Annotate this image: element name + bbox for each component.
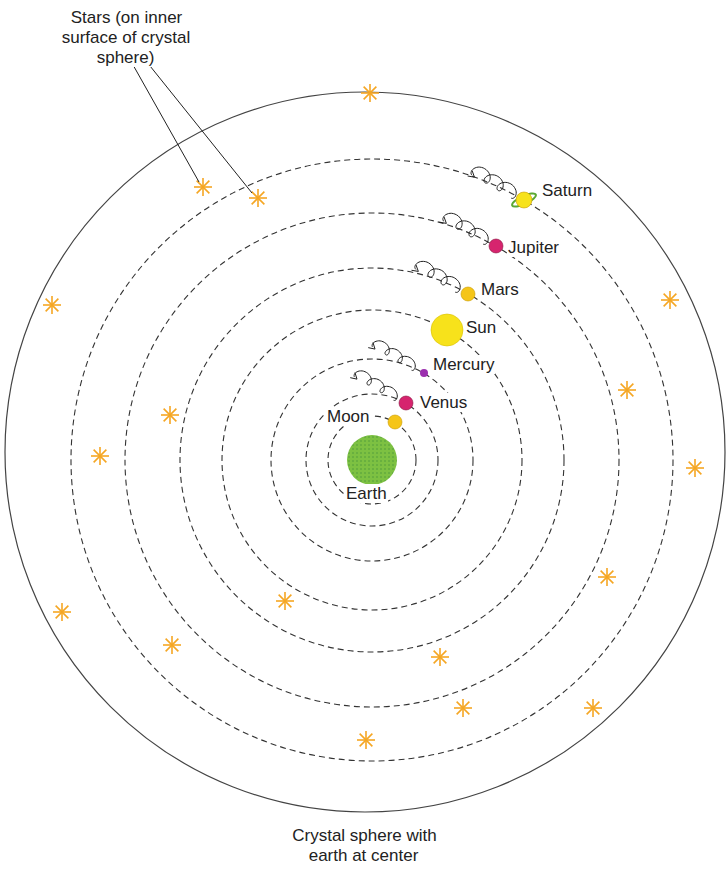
- mercury-body: [420, 369, 428, 377]
- label-text: Stars (on inner surface of crystal spher…: [62, 8, 191, 67]
- star-ray: [587, 702, 600, 715]
- star-ray: [434, 651, 447, 664]
- star-ray: [601, 571, 614, 584]
- epicycle-arrowhead: [468, 171, 475, 178]
- star-ray: [621, 384, 634, 397]
- epicycle-path: [471, 167, 516, 198]
- moon-body: [388, 415, 402, 429]
- saturn-body: [516, 192, 532, 208]
- orbit-circles: [71, 159, 673, 761]
- star-ray: [197, 181, 210, 194]
- epicycle-path: [415, 261, 460, 292]
- planet-label: Jupiter: [507, 238, 560, 258]
- crystal-sphere: [5, 92, 725, 812]
- epicycle-path: [354, 371, 397, 401]
- planet-label: Mars: [480, 280, 520, 300]
- star-ray: [664, 294, 677, 307]
- planet-label: Sun: [465, 318, 497, 338]
- moon-label: Moon: [326, 407, 371, 427]
- sun-body: [431, 314, 463, 346]
- epicycle-arrowhead: [350, 373, 357, 380]
- jupiter-body: [489, 239, 503, 253]
- epicycle-path: [372, 341, 415, 371]
- label-text: Crystal sphere with earth at center: [291, 826, 437, 865]
- venus-body: [399, 396, 413, 410]
- label-text: Venus: [419, 393, 468, 412]
- leader-line: [128, 56, 199, 182]
- star-ray: [360, 734, 373, 747]
- sphere-label: Crystal sphere with earth at center: [274, 826, 454, 866]
- label-text: Earth: [345, 484, 388, 503]
- earth-label: Earth: [345, 484, 388, 504]
- label-text: Mercury: [432, 355, 495, 374]
- label-text: Saturn: [541, 181, 593, 200]
- earth-globe: [347, 435, 397, 485]
- epicycle-path: [443, 213, 488, 244]
- star-ray: [252, 192, 265, 205]
- star-ray: [56, 606, 69, 619]
- star-ray: [689, 462, 702, 475]
- star-ray: [457, 702, 470, 715]
- epicycle-arrowhead: [411, 265, 418, 272]
- star-ray: [46, 299, 59, 312]
- star-ray: [94, 450, 107, 463]
- mars-body: [461, 287, 475, 301]
- epicycle-arrowhead: [440, 217, 447, 224]
- star-ray: [279, 595, 292, 608]
- planet-label: Saturn: [541, 181, 593, 201]
- epicycle-arrowhead: [368, 342, 375, 349]
- label-text: Mars: [480, 280, 520, 299]
- star-symbols: [43, 84, 704, 749]
- saturn-ring: [511, 191, 538, 209]
- star-ray: [166, 639, 179, 652]
- planet-label: Venus: [419, 393, 468, 413]
- label-text: Moon: [326, 407, 371, 426]
- stars-label: Stars (on inner surface of crystal spher…: [40, 8, 212, 68]
- planet-label: Mercury: [432, 355, 495, 375]
- label-text: Sun: [465, 318, 497, 337]
- leader-line: [142, 56, 252, 193]
- star-ray: [364, 87, 377, 100]
- label-text: Jupiter: [507, 238, 560, 257]
- star-ray: [164, 409, 177, 422]
